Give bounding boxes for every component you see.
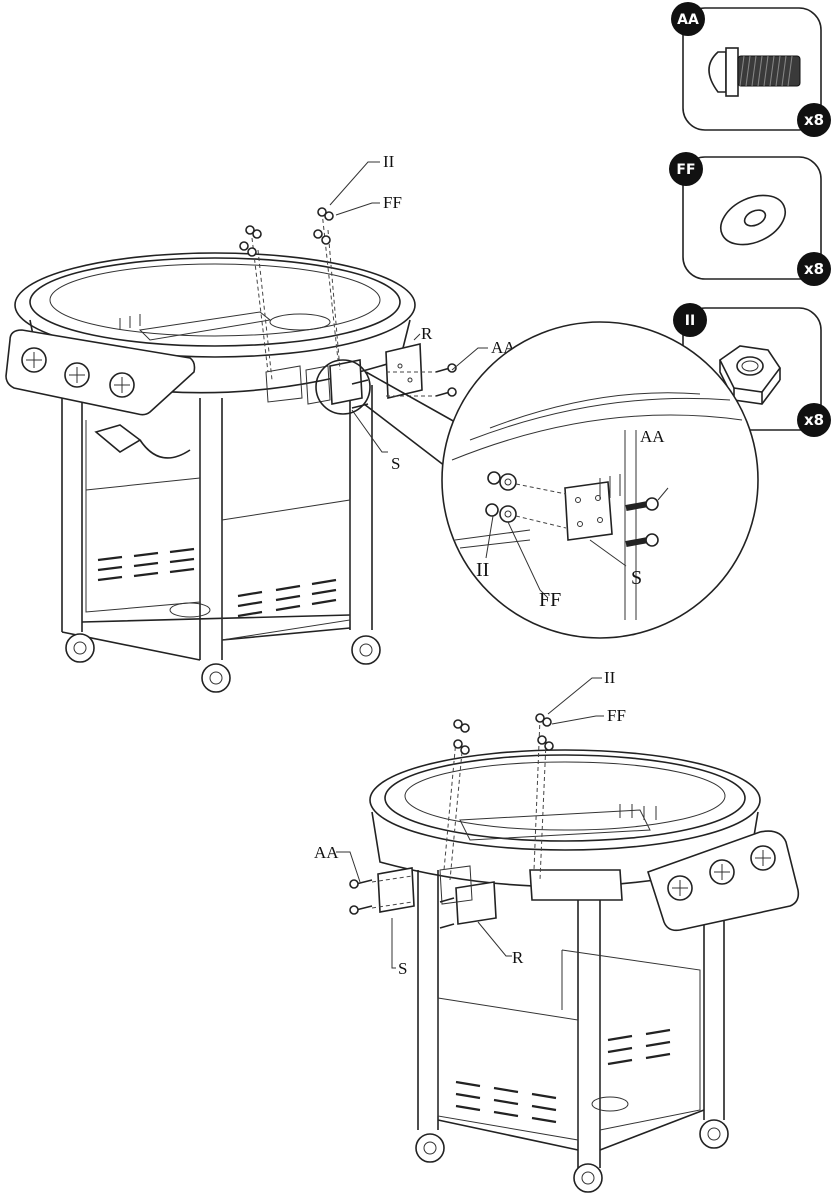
callout-bottom-washer: FF <box>607 706 626 725</box>
nut-washer-stack-bottom-left <box>454 720 469 754</box>
bracket-r-bottom <box>456 882 496 924</box>
bracket-s-bottom <box>378 868 414 912</box>
hardware-code-ii: II <box>685 313 695 329</box>
bracket-r-top <box>386 344 422 398</box>
grill-top-view: II FF AA R S <box>6 152 516 692</box>
hardware-card-ff: FF x8 <box>669 152 831 286</box>
callout-bottom-nut: II <box>604 668 616 687</box>
hardware-code-aa: AA <box>677 12 699 28</box>
hardware-code-ff: FF <box>676 162 695 178</box>
washer-icon <box>713 186 793 255</box>
callout-top-nut: II <box>383 152 395 171</box>
callout-top-bracket-s: S <box>391 454 400 473</box>
callout-zoom-bracket-s: S <box>631 567 642 589</box>
callout-bottom-bolt: AA <box>314 843 339 862</box>
callout-zoom-washer: FF <box>539 589 561 611</box>
callout-zoom-bolt: AA <box>640 427 665 446</box>
callout-zoom-nut: II <box>476 559 489 581</box>
callout-top-bracket-r: R <box>421 324 433 343</box>
callout-bottom-bracket-s: S <box>398 959 407 978</box>
bolt-icon <box>709 48 800 96</box>
hardware-qty-aa: x8 <box>804 111 824 129</box>
callout-bottom-bracket-r: R <box>512 948 524 967</box>
nut-washer-stack-bottom-right <box>536 714 553 750</box>
zoom-detail: AA II FF S <box>442 322 758 638</box>
hardware-qty-ff: x8 <box>804 260 824 278</box>
hardware-qty-ii: x8 <box>804 411 824 429</box>
callout-top-washer: FF <box>383 193 402 212</box>
grill-bottom-view: II FF AA S R <box>314 668 798 1192</box>
hardware-card-aa: AA x8 <box>671 2 831 137</box>
